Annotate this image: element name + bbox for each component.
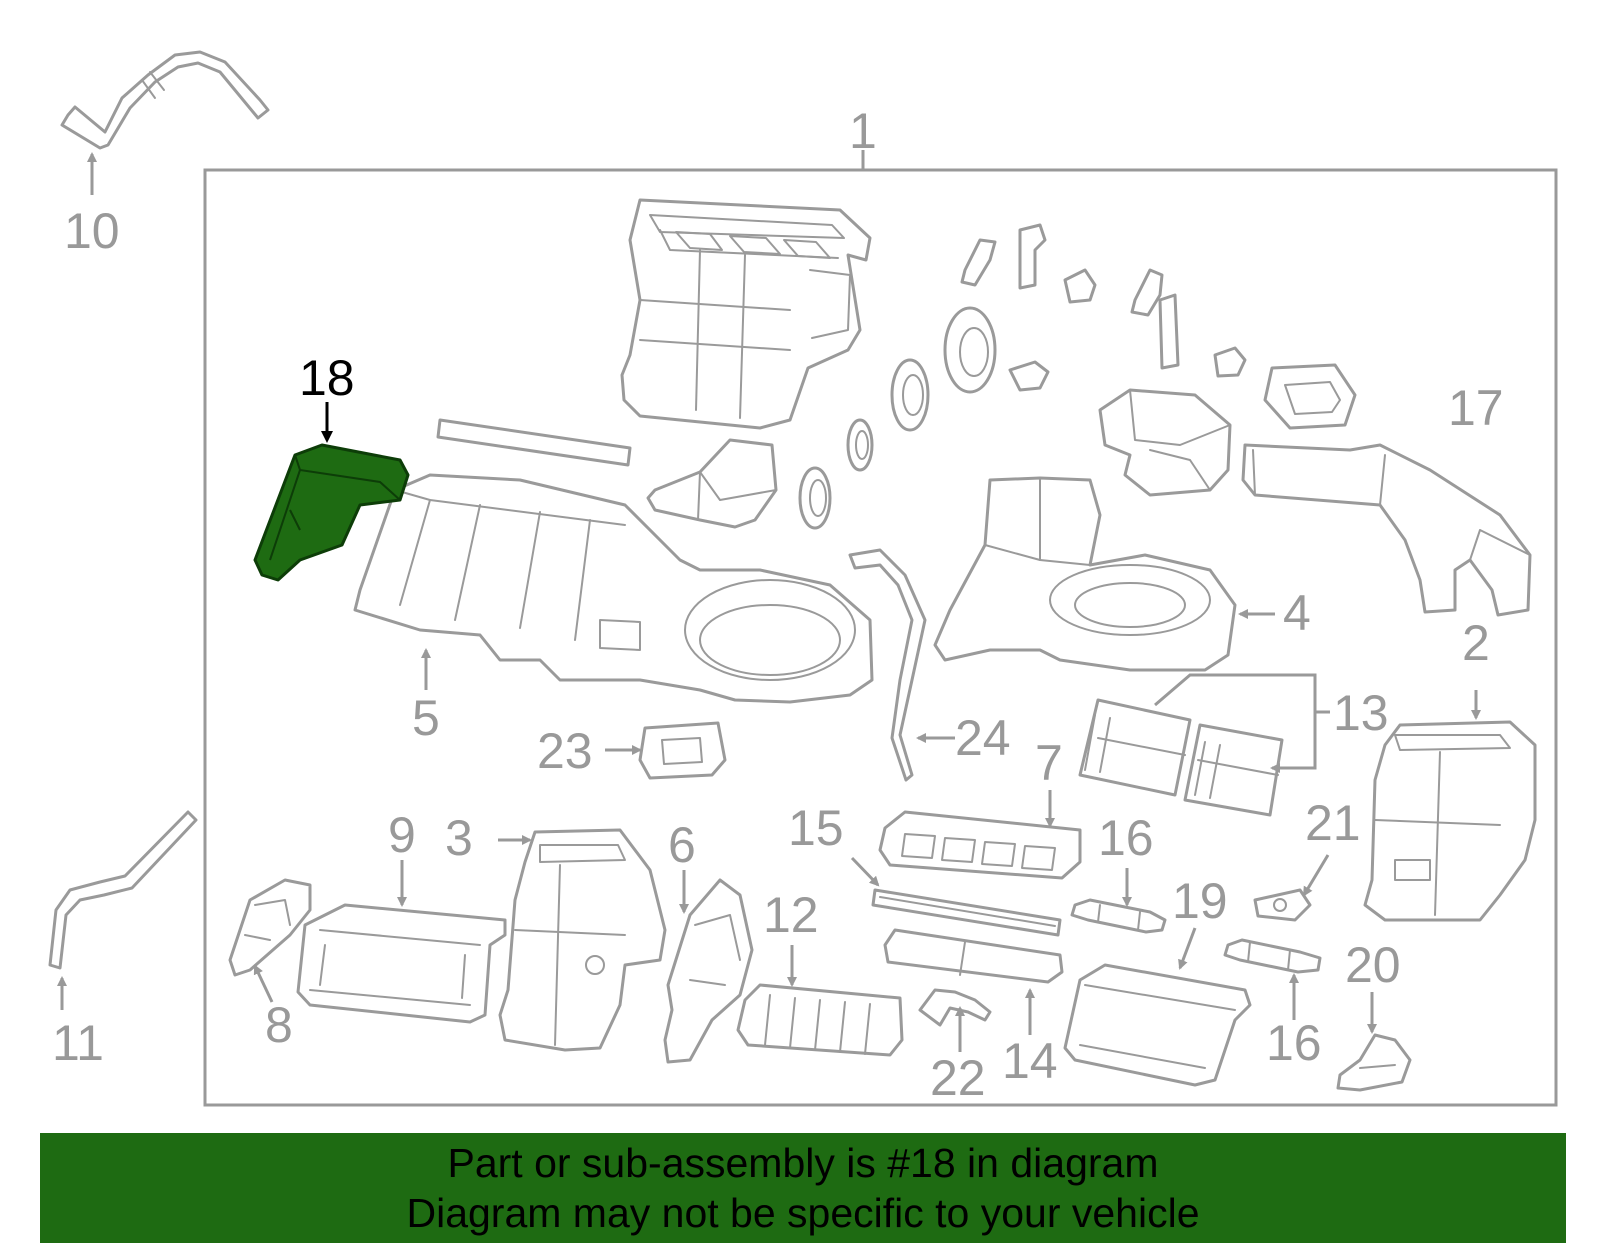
callout-9: 9 xyxy=(388,807,416,863)
callout-6: 6 xyxy=(668,817,696,873)
part-1-duct-small xyxy=(646,438,778,529)
part-9-heater-core xyxy=(296,903,507,1024)
callout-20: 20 xyxy=(1345,937,1401,993)
part-7-mode-door xyxy=(878,810,1082,880)
part-3-hvac-housing xyxy=(498,828,667,1052)
callout-12: 12 xyxy=(763,887,819,943)
part-24-drain-hose xyxy=(848,548,927,782)
info-banner: Part or sub-assembly is #18 in diagram D… xyxy=(40,1133,1566,1243)
part-12-evaporator xyxy=(736,983,904,1057)
callout-22: 22 xyxy=(930,1050,986,1106)
part-13-cabin-filters xyxy=(1078,698,1284,817)
part-8-bracket xyxy=(228,878,312,977)
part-18-highlighted xyxy=(253,443,410,582)
callout-7: 7 xyxy=(1035,735,1063,791)
callout-8-leader xyxy=(253,964,274,1003)
callout-19: 19 xyxy=(1172,873,1228,929)
parts-diagram: 1 10 18 17 4 2 5 13 23 24 7 15 16 21 9 3… xyxy=(48,50,1558,1107)
callout-8: 8 xyxy=(265,997,293,1053)
part-10-heater-hose xyxy=(60,50,270,150)
part-21-clip xyxy=(1253,888,1312,922)
part-2-hvac-housing xyxy=(1363,720,1537,922)
part-11-heater-hose xyxy=(48,810,198,970)
callout-2: 2 xyxy=(1462,615,1490,671)
assembly-frame xyxy=(203,168,1558,1107)
callout-24: 24 xyxy=(955,710,1011,766)
callout-10: 10 xyxy=(64,203,120,259)
banner-line-1: Part or sub-assembly is #18 in diagram xyxy=(447,1140,1159,1186)
part-17-air-duct xyxy=(1241,443,1532,617)
callout-23: 23 xyxy=(537,723,593,779)
callout-19-leader xyxy=(1178,927,1197,970)
part-15-door-strip xyxy=(871,888,1062,937)
callout-16-lower: 16 xyxy=(1266,1015,1322,1071)
part-22-temperature-sensor xyxy=(918,988,992,1027)
callout-18: 18 xyxy=(299,350,355,406)
part-6-side-panel xyxy=(663,878,754,1064)
part-1-actuators xyxy=(960,223,1357,430)
callout-3: 3 xyxy=(445,810,473,866)
part-4-blower-housing xyxy=(933,476,1237,672)
part-1-seal-strip xyxy=(436,418,632,467)
callout-13-leader xyxy=(1154,673,1317,773)
callout-11: 11 xyxy=(52,1015,104,1071)
callout-1: 1 xyxy=(849,103,877,159)
callout-13: 13 xyxy=(1333,685,1389,741)
callout-15: 15 xyxy=(788,800,844,856)
part-1-blend-housing xyxy=(1098,388,1232,497)
callout-17: 17 xyxy=(1448,380,1504,436)
callout-16-upper: 16 xyxy=(1098,810,1154,866)
part-23-blower-resistor xyxy=(638,721,727,780)
banner-line-2: Diagram may not be specific to your vehi… xyxy=(406,1190,1200,1236)
part-19-evaporator-core xyxy=(1063,963,1252,1087)
part-1-motor-rings xyxy=(798,306,1050,530)
callout-5: 5 xyxy=(412,690,440,746)
callout-15-leader xyxy=(850,856,880,887)
callout-21-leader xyxy=(1302,854,1330,897)
part-1-hvac-housing-upper xyxy=(620,198,872,430)
part-20-bracket xyxy=(1336,1033,1412,1092)
callout-14: 14 xyxy=(1002,1033,1058,1089)
callout-21: 21 xyxy=(1305,795,1361,851)
part-5-hvac-housing-lower xyxy=(353,473,874,704)
part-16-rod-lower xyxy=(1223,938,1322,974)
part-16-rod-upper xyxy=(1070,898,1167,934)
part-14-blend-door xyxy=(883,928,1064,984)
callout-4: 4 xyxy=(1283,585,1311,641)
